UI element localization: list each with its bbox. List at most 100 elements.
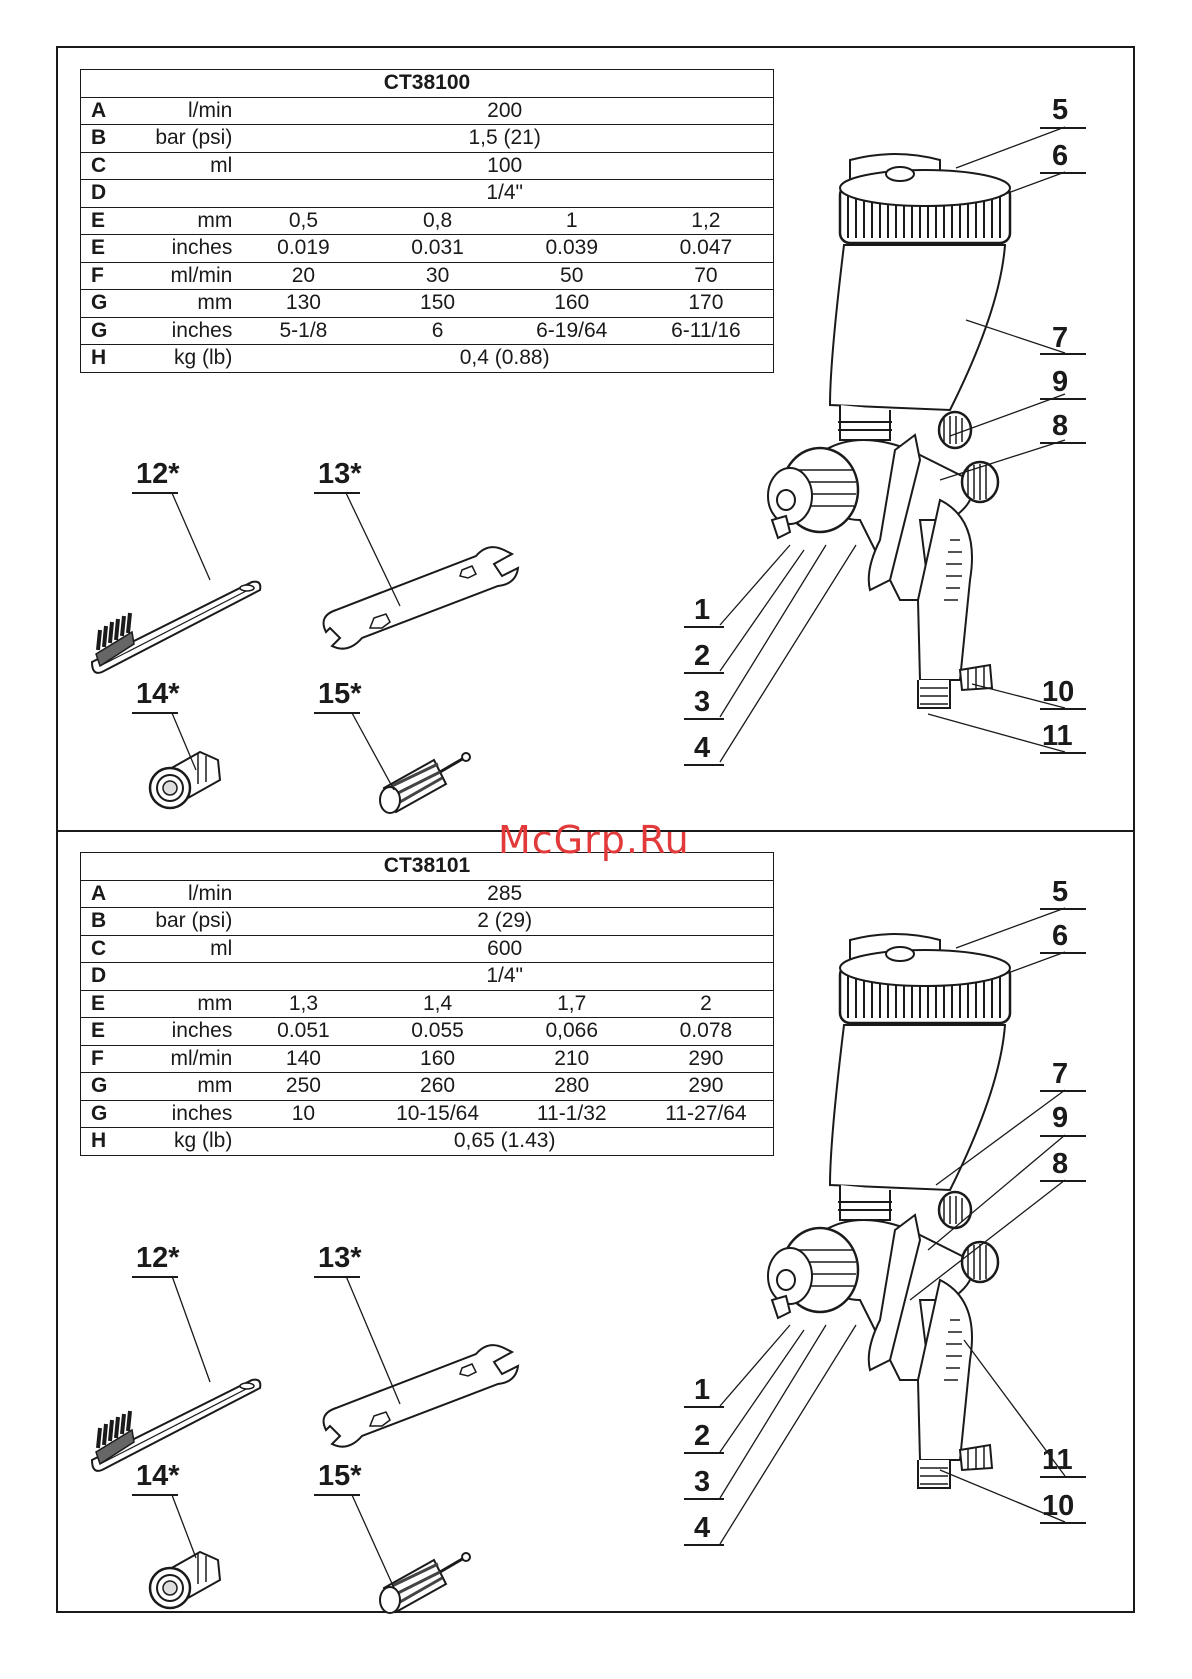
part-label-1: 1 (694, 594, 711, 626)
row-unit: mm (128, 289, 237, 318)
row-letter: G (80, 1099, 129, 1128)
label-wrench: 13* (318, 1242, 362, 1274)
part-label-3: 3 (694, 686, 711, 718)
label-underline (1040, 1476, 1086, 1478)
row-unit: ml (128, 151, 237, 180)
part-label-6: 6 (1052, 920, 1069, 952)
row-unit: bar (psi) (128, 907, 237, 936)
row-value: 260 (370, 1072, 505, 1101)
row-value: 0.047 (638, 234, 774, 263)
part-label-5: 5 (1052, 94, 1069, 126)
row-letter: D (80, 962, 129, 991)
row-unit: ml/min (128, 261, 237, 290)
part-label-2: 2 (694, 640, 711, 672)
label-underline (1040, 752, 1086, 754)
row-unit: inches (128, 1099, 237, 1128)
row-value: 2 (638, 989, 774, 1018)
row-value: 30 (370, 261, 505, 290)
part-label-9: 9 (1052, 1102, 1069, 1134)
label-connector: 14* (136, 678, 180, 710)
filter-illustration (378, 1551, 472, 1615)
connector-illustration (148, 750, 222, 810)
row-value: 6-19/64 (504, 316, 639, 345)
row-letter: C (80, 934, 129, 963)
label-brush: 12* (136, 1242, 180, 1274)
label-underline (1040, 952, 1086, 954)
row-letter: E (80, 206, 129, 235)
label-underline (132, 1494, 178, 1496)
row-value: 0,4 (0.88) (236, 344, 774, 373)
row-value: 160 (504, 289, 639, 318)
row-value: 210 (504, 1044, 639, 1073)
row-unit: inches (128, 234, 237, 263)
part-label-6: 6 (1052, 140, 1069, 172)
label-underline (684, 1544, 724, 1546)
label-underline (1040, 442, 1086, 444)
part-label-8: 8 (1052, 1148, 1069, 1180)
label-underline (132, 712, 178, 714)
label-underline (684, 1452, 724, 1454)
connector-illustration (148, 1550, 222, 1610)
part-label-11: 11 (1042, 720, 1073, 752)
row-value: 1,4 (370, 989, 505, 1018)
part-label-8: 8 (1052, 410, 1069, 442)
label-underline (1040, 1180, 1086, 1182)
label-underline (1040, 1522, 1086, 1524)
label-underline (684, 672, 724, 674)
wrench-illustration (322, 1344, 519, 1448)
part-label-2: 2 (694, 1420, 711, 1452)
row-value: 0.031 (370, 234, 505, 263)
row-value: 0,066 (504, 1017, 639, 1046)
row-value: 1/4" (236, 179, 774, 208)
label-underline (132, 492, 178, 494)
row-value: 20 (236, 261, 371, 290)
row-value: 10 (236, 1099, 371, 1128)
row-value: 0.055 (370, 1017, 505, 1046)
label-underline (132, 1276, 178, 1278)
section-divider (56, 830, 1135, 832)
label-filter: 15* (318, 678, 362, 710)
row-letter: C (80, 151, 129, 180)
row-unit: mm (128, 1072, 237, 1101)
row-value: 100 (236, 151, 774, 180)
row-letter: E (80, 1017, 129, 1046)
row-value: 50 (504, 261, 639, 290)
row-letter: H (80, 344, 129, 373)
row-value: 0,8 (370, 206, 505, 235)
row-letter: H (80, 1127, 129, 1156)
row-unit: mm (128, 206, 237, 235)
watermark: McGrp.Ru (498, 818, 690, 862)
row-unit: kg (lb) (128, 1127, 237, 1156)
row-unit: bar (psi) (128, 124, 237, 153)
row-value: 0,5 (236, 206, 371, 235)
part-label-10: 10 (1042, 676, 1075, 708)
label-wrench: 13* (318, 458, 362, 490)
filter-illustration (378, 751, 472, 815)
row-value: 1,2 (638, 206, 774, 235)
row-letter: G (80, 289, 129, 318)
part-label-11: 11 (1042, 1444, 1073, 1476)
part-label-4: 4 (694, 732, 711, 764)
row-letter: G (80, 316, 129, 345)
row-letter: E (80, 234, 129, 263)
part-label-9: 9 (1052, 366, 1069, 398)
row-letter: B (80, 124, 129, 153)
row-unit: ml/min (128, 1044, 237, 1073)
row-value: 11-1/32 (504, 1099, 639, 1128)
label-filter: 15* (318, 1460, 362, 1492)
brush-illustration (90, 579, 263, 675)
row-value: 280 (504, 1072, 639, 1101)
